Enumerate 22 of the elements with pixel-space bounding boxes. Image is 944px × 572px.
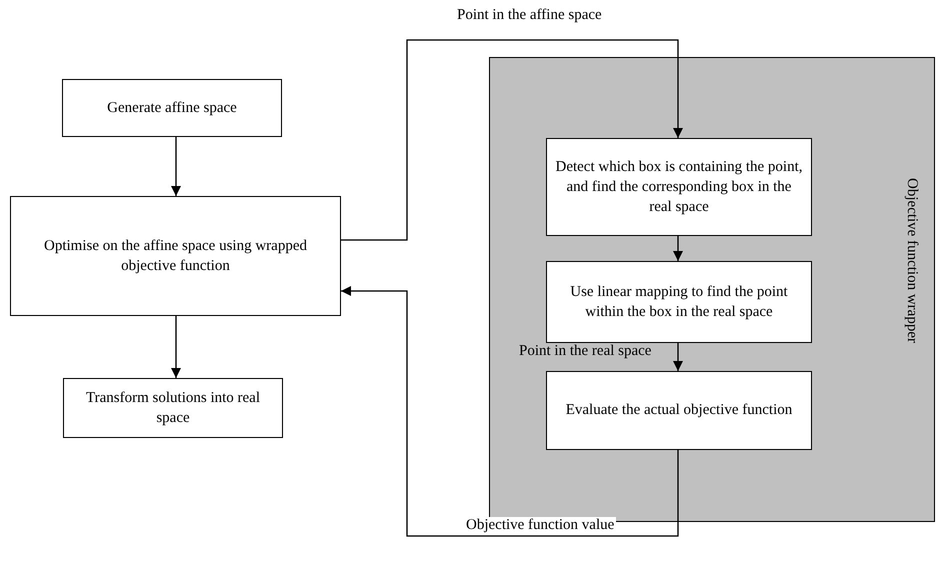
box-text: Detect which box is containing the point, and find the corresponding box in the real space [554,158,804,218]
box-text: Use linear mapping to find the point within the box in the real space [569,282,789,322]
process-box [546,371,812,450]
arrow [341,39,683,241]
edge-label: Point in the real space [517,343,654,360]
arrow [171,316,181,378]
box-text: Generate affine space [106,98,238,118]
process-box [63,378,283,438]
edge-label: Point in the affine space [455,7,604,24]
process-box [546,138,812,236]
process-box [62,79,282,137]
box-text: Optimise on the affine space using wrapped objective function [43,236,308,276]
edge-label: Objective function value [464,517,616,534]
box-text: Evaluate the actual objective function [564,401,794,420]
arrow [341,286,679,537]
box-text: Transform solutions into real space [84,388,262,428]
arrow [171,137,181,196]
arrow [673,236,683,261]
process-box [546,261,812,343]
arrow [673,343,683,371]
process-box [10,196,341,316]
panel-title: Objective function wrapper [902,178,920,343]
